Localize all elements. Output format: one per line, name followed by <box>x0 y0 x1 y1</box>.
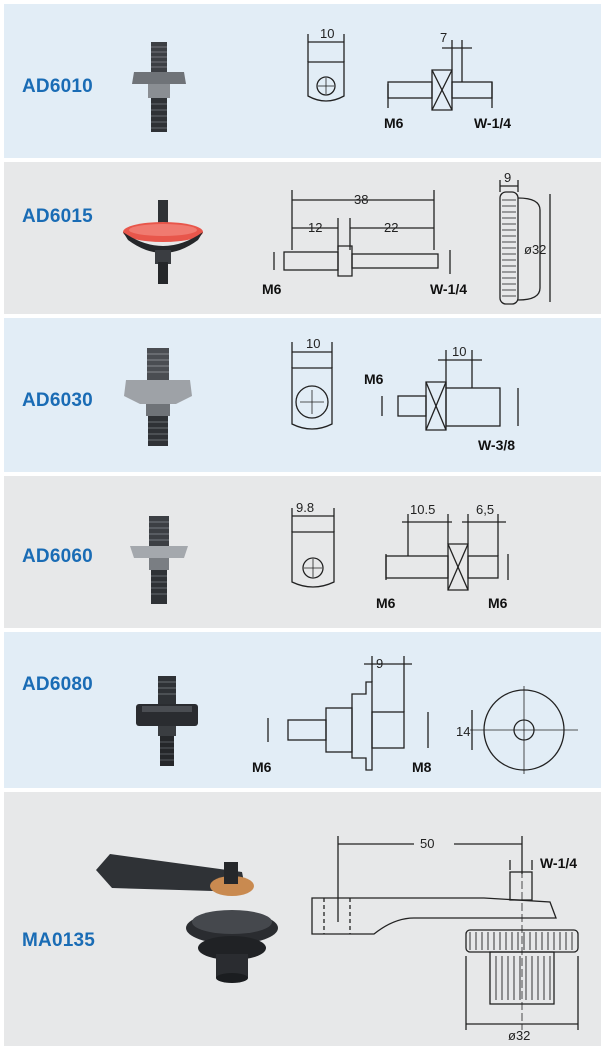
dimension-label: 10 <box>306 336 320 351</box>
thread-label-right: M6 <box>488 595 508 611</box>
dimension-label: 10 <box>452 344 466 359</box>
dimension-label: 9 <box>376 656 383 671</box>
dimension-label: 14 <box>456 724 470 739</box>
dimension-label: 7 <box>440 30 447 45</box>
product-photo <box>123 200 203 284</box>
technical-drawing: 38 12 22 9 ø32 M6 W-1/4 <box>262 170 551 305</box>
product-code: AD6010 <box>22 76 93 97</box>
thread-label: W-1/4 <box>540 855 577 871</box>
product-photo <box>96 854 278 983</box>
product-row-ad6080: AD6080 <box>4 632 601 788</box>
dimension-label: 12 <box>308 220 322 235</box>
product-row-ad6015: AD6015 <box>4 162 601 314</box>
product-photo <box>136 676 198 766</box>
product-row-ad6030: AD6030 <box>4 318 601 472</box>
thread-label-left: M6 <box>384 115 404 131</box>
dimension-label: 50 <box>420 836 434 851</box>
dimension-label: 38 <box>354 192 368 207</box>
product-photo <box>124 348 192 446</box>
product-code: MA0135 <box>22 930 96 951</box>
product-photo <box>130 516 188 604</box>
thread-label-right: W-1/4 <box>430 281 467 297</box>
technical-drawing: 9 14 M6 M8 <box>252 656 578 775</box>
technical-drawing: 50 W-1/4 ø32 <box>311 836 579 1043</box>
dimension-label: 9.8 <box>296 500 314 515</box>
dimension-label: 6,5 <box>476 502 494 517</box>
product-code: AD6015 <box>22 206 93 227</box>
product-row-ad6010: AD6010 <box>4 4 601 158</box>
dimension-label: ø32 <box>508 1028 530 1043</box>
dimension-label: 9 <box>504 170 511 185</box>
thread-label-left: M6 <box>252 759 272 775</box>
product-photo <box>132 42 186 132</box>
product-code: AD6030 <box>22 390 93 411</box>
thread-label-left: M6 <box>262 281 282 297</box>
thread-label-right: W-1/4 <box>474 115 511 131</box>
technical-drawing: 10 7 M6 W-1/4 <box>307 26 511 131</box>
dimension-label: 10.5 <box>410 502 435 517</box>
product-code: AD6060 <box>22 546 93 567</box>
product-row-ad6060: AD6060 <box>4 476 601 628</box>
dimension-label: 22 <box>384 220 398 235</box>
dimension-label: 10 <box>320 26 334 41</box>
dimension-label: ø32 <box>524 242 546 257</box>
thread-label-left: M6 <box>376 595 396 611</box>
thread-label-right: W-3/8 <box>478 437 515 453</box>
product-code: AD6080 <box>22 674 93 695</box>
thread-label-right: M8 <box>412 759 432 775</box>
thread-label-left: M6 <box>364 371 384 387</box>
technical-drawing: 9.8 10.5 6,5 M6 M6 <box>291 500 509 611</box>
technical-drawing: 10 10 M6 W-3/8 <box>291 336 519 453</box>
product-row-ma0135: MA0135 <box>4 792 601 1046</box>
